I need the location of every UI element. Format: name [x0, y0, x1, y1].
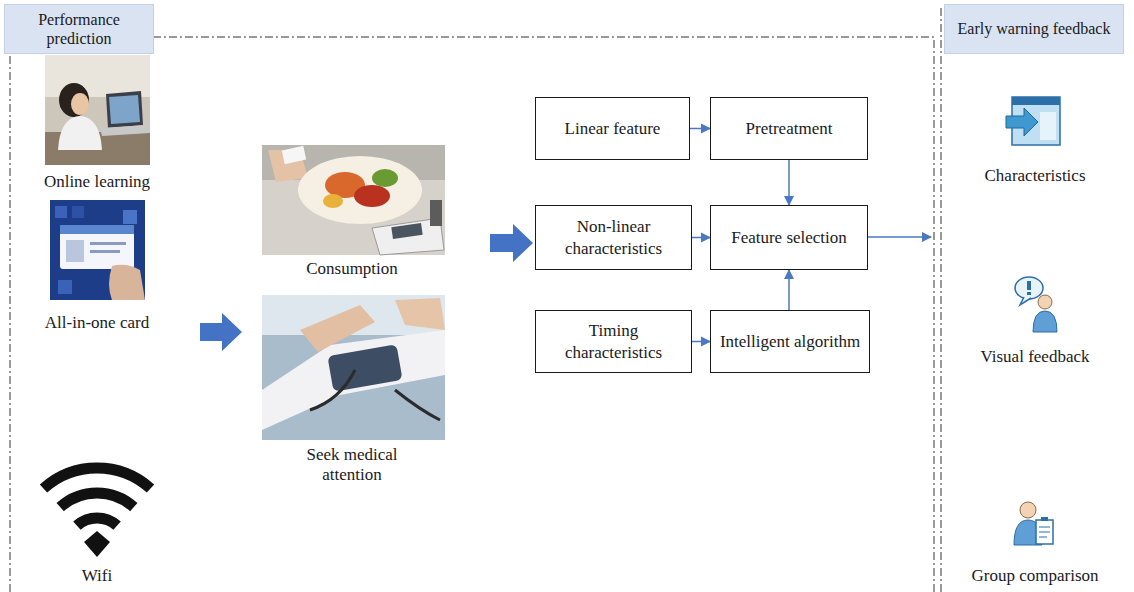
caption-label: Wifi	[82, 566, 112, 586]
node-text: Timing characteristics	[544, 320, 683, 363]
node-text: Linear feature	[565, 118, 661, 139]
caption-label: Group comparison	[971, 566, 1098, 586]
caption-label: Consumption	[306, 259, 398, 279]
flow-connector	[788, 270, 790, 310]
caption-label: All-in-one card	[45, 313, 149, 333]
node-text: Early warning feedback	[958, 19, 1111, 38]
process-box: Linear feature	[535, 97, 690, 160]
node-text: Feature selection	[731, 227, 847, 248]
group-comparison-icon	[1014, 502, 1053, 545]
wifi-icon	[44, 468, 151, 557]
flow-arrow	[200, 313, 242, 351]
caption-label: Online learning	[44, 172, 150, 192]
process-box: Feature selection	[710, 205, 868, 270]
node-text: Pretreatment	[746, 118, 833, 139]
node-text: Performance prediction	[11, 10, 147, 48]
region-border	[10, 55, 11, 592]
region-border	[941, 8, 942, 592]
flow-connector	[692, 237, 710, 239]
consumption-photo	[262, 145, 445, 255]
flow-connector	[788, 160, 790, 205]
section-tag: Early warning feedback	[944, 4, 1124, 54]
caption-label: Seek medical attention	[287, 445, 417, 486]
node-text: Intelligent algorithm	[720, 331, 860, 352]
process-box: Timing characteristics	[535, 310, 692, 373]
visual-feedback-icon	[1015, 277, 1057, 332]
process-box: Pretreatment	[710, 97, 868, 160]
output-arrow	[868, 236, 931, 238]
campus-card-photo	[50, 200, 145, 300]
caption-label: Visual feedback	[981, 347, 1090, 367]
process-box: Non-linear characteristics	[535, 205, 692, 270]
node-text: Non-linear characteristics	[544, 216, 683, 259]
flow-connector	[690, 128, 710, 130]
process-box: Intelligent algorithm	[710, 310, 870, 373]
online-learning-photo	[45, 55, 150, 165]
caption-label: Characteristics	[984, 166, 1085, 186]
characteristics-icon	[1006, 97, 1060, 145]
flow-connector	[692, 341, 710, 343]
section-tag: Performance prediction	[4, 4, 154, 54]
medical-photo	[262, 295, 445, 440]
flow-arrow	[490, 224, 533, 262]
region-border	[153, 37, 934, 592]
